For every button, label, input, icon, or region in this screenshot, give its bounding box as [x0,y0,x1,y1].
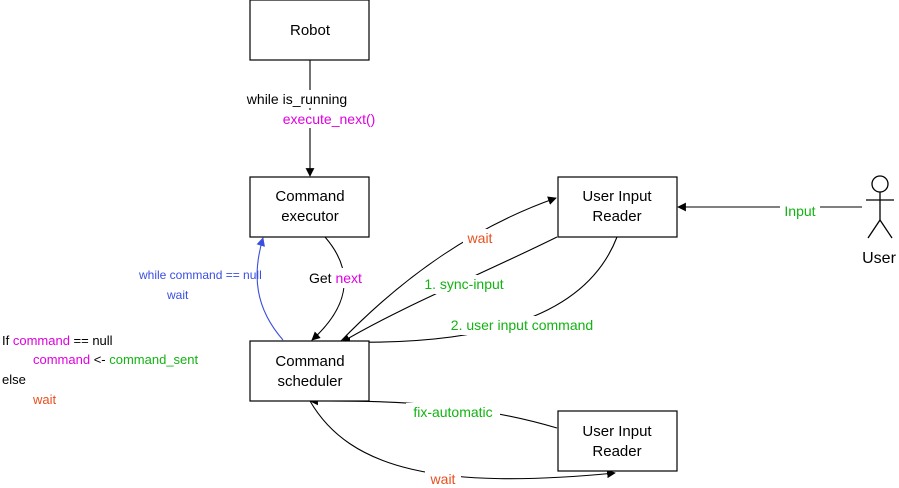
node-reader-top-line2: Reader [592,208,641,225]
edge-scheduler-wait-loop [256,237,284,341]
node-robot: Robot [249,0,370,61]
note-wait: wait [32,392,57,407]
label-get-next-keyword: next [335,270,362,286]
user-actor-label: User [862,250,896,267]
scheduler-note: If command == null command <- command_se… [2,333,199,407]
node-command-executor: Command executor [249,176,370,238]
label-get-next: Get next [309,270,362,286]
node-reader-top-line1: User Input [582,188,652,205]
note-if-keyword: If [2,333,13,348]
node-scheduler-line2: scheduler [277,373,342,390]
label-while-is-running: while is_running [246,91,347,107]
node-user-input-reader-top: User Input Reader [557,176,678,238]
label-get-next-prefix: Get [309,270,335,286]
note-if-line: If command == null [2,333,113,348]
node-robot-label: Robot [290,22,331,39]
node-executor-line2: executor [281,208,339,225]
node-executor-line1: Command [275,188,344,205]
note-assign-line: command <- command_sent [33,352,199,367]
note-assign-val: command_sent [109,352,198,367]
note-assign-var: command [33,352,90,367]
edge-wait-to-reader-bottom [309,400,616,480]
label-user-input-command: 2. user input command [451,317,593,333]
node-reader-bottom-line2: Reader [592,443,641,460]
user-actor-icon [866,175,894,239]
note-if-rest: == null [70,333,113,348]
node-reader-bottom-line1: User Input [582,423,652,440]
label-wait-bottom: wait [430,471,456,487]
label-execute-next: execute_next() [283,111,376,127]
node-command-scheduler: Command scheduler [249,340,370,402]
label-while-command-null: while command == null [138,268,262,282]
label-wait-top: wait [467,230,493,246]
note-else: else [2,372,26,387]
label-input: Input [784,203,815,219]
label-fix-automatic: fix-automatic [413,404,492,420]
node-user-input-reader-bottom: User Input Reader [557,410,678,472]
node-scheduler-line1: Command [275,353,344,370]
label-blue-wait: wait [166,288,189,302]
edge-wait-to-reader-top [339,196,557,343]
edge-executor-to-scheduler [311,236,345,341]
note-if-var: command [13,333,70,348]
label-sync-input: 1. sync-input [424,276,503,292]
note-assign-op: <- [90,352,109,367]
